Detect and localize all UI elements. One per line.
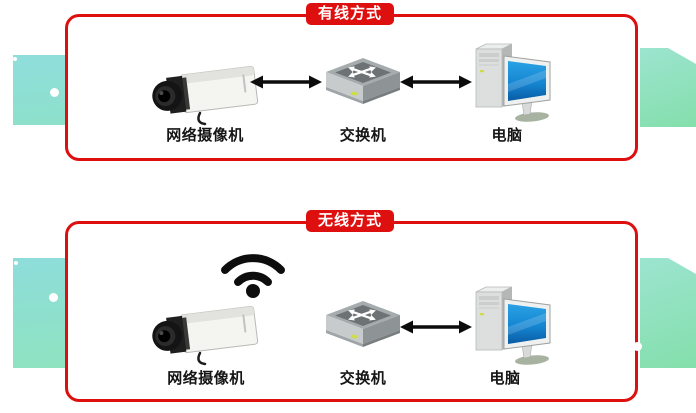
switch-icon	[324, 300, 402, 352]
wired-mode-badge: 有线方式	[306, 3, 394, 25]
camera-label: 网络摄像机	[166, 127, 244, 144]
background-dot	[633, 342, 642, 351]
wireless-mode-badge: 无线方式	[306, 210, 394, 232]
switch-label: 交换机	[339, 127, 387, 144]
switch-icon	[324, 57, 402, 109]
pc-label: 电脑	[489, 370, 521, 387]
background-accent-rect-right-bottom	[640, 258, 696, 368]
switch-label: 交换机	[339, 370, 387, 387]
computer-icon	[466, 283, 556, 365]
double-arrow-icon	[250, 74, 322, 90]
background-accent-rect-left-bottom	[13, 258, 65, 368]
ip-camera-icon	[148, 56, 266, 126]
computer-icon	[466, 40, 556, 122]
background-dot	[50, 88, 59, 97]
background-dot	[49, 293, 58, 302]
background-dot	[13, 57, 17, 61]
double-arrow-icon	[400, 319, 472, 335]
camera-label: 网络摄像机	[167, 370, 245, 387]
background-dot	[14, 261, 18, 265]
double-arrow-icon	[400, 74, 472, 90]
ip-camera-icon	[148, 296, 266, 366]
pc-label: 电脑	[491, 127, 523, 144]
wifi-signal-icon	[215, 245, 291, 299]
background-accent-rect-right-top	[640, 48, 696, 127]
